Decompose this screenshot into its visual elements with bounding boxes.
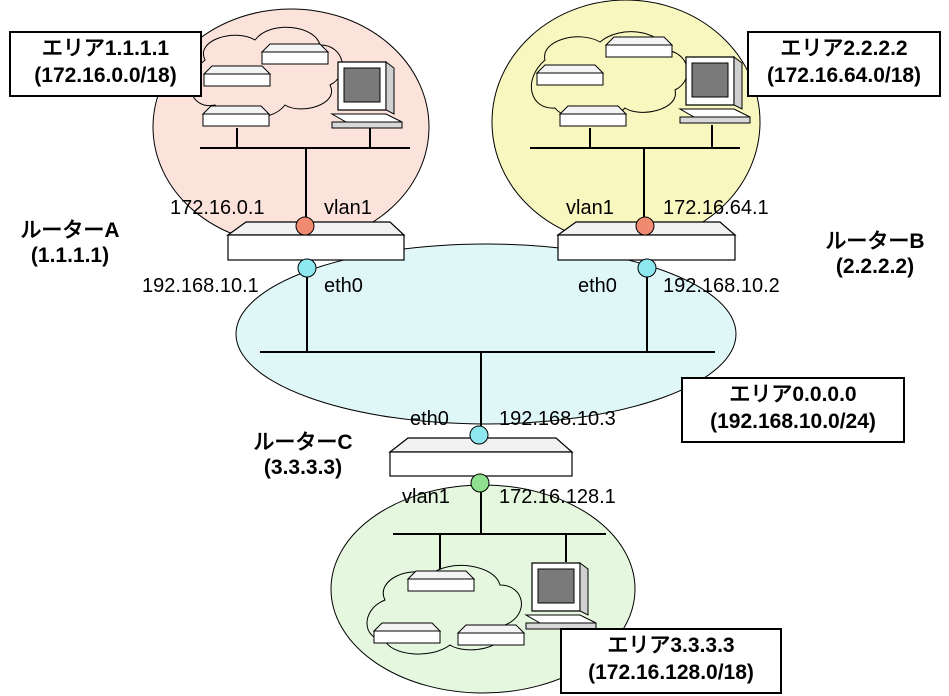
router-c-eth-ip: 192.168.10.3 bbox=[499, 408, 616, 430]
area-0-label: エリア0.0.0.0 (192.168.10.0/24) bbox=[681, 377, 905, 443]
area-1-lan bbox=[190, 26, 410, 222]
router-a-vlan-ip: 172.16.0.1 bbox=[170, 197, 265, 219]
area-1-name: エリア1.1.1.1 bbox=[41, 37, 170, 60]
router-a-eth-name: eth0 bbox=[324, 275, 363, 297]
router-c-device bbox=[388, 437, 574, 477]
router-c-label: ルーターC (3.3.3.3) bbox=[228, 430, 378, 480]
area-0-subnet: (192.168.10.0/24) bbox=[710, 410, 876, 433]
router-a-eth-port bbox=[297, 258, 317, 278]
router-b-eth-name: eth0 bbox=[578, 275, 617, 297]
area-3-name: エリア3.3.3.3 bbox=[607, 634, 735, 657]
router-b-vlan-ip: 172.16.64.1 bbox=[663, 197, 769, 219]
area-2-subnet: (172.16.64.0/18) bbox=[766, 64, 922, 87]
area-2-label: エリア2.2.2.2 (172.16.64.0/18) bbox=[747, 31, 941, 97]
router-c-name: ルーターC bbox=[253, 431, 353, 454]
area-3-lan bbox=[366, 480, 606, 655]
router-a-vlan-name: vlan1 bbox=[324, 197, 372, 219]
area-0-name: エリア0.0.0.0 bbox=[729, 383, 857, 406]
area-1-label: エリア1.1.1.1 (172.16.0.0/18) bbox=[9, 31, 202, 97]
area-2-name: エリア2.2.2.2 bbox=[780, 37, 908, 60]
router-b-eth-ip: 192.168.10.2 bbox=[663, 275, 780, 297]
router-a-vlan-port bbox=[295, 216, 315, 236]
router-c-eth-port bbox=[469, 425, 489, 445]
area-2-lan bbox=[530, 31, 751, 222]
router-c-vlan-name: vlan1 bbox=[402, 486, 450, 508]
router-a-id: (1.1.1.1) bbox=[30, 244, 110, 267]
router-b-id: (2.2.2.2) bbox=[835, 255, 915, 278]
router-b-label: ルーターB (2.2.2.2) bbox=[803, 229, 947, 279]
router-a-eth-ip: 192.168.10.1 bbox=[142, 275, 259, 297]
router-a-name: ルーターA bbox=[20, 219, 120, 242]
router-b-name: ルーターB bbox=[825, 230, 925, 253]
router-b-device bbox=[556, 221, 737, 261]
router-c-eth-name: eth0 bbox=[410, 408, 449, 430]
router-a-device bbox=[226, 221, 406, 261]
router-a-label: ルーターA (1.1.1.1) bbox=[4, 218, 136, 268]
area-0-ellipse bbox=[235, 243, 737, 425]
router-c-vlan-port bbox=[470, 473, 490, 493]
area-1-subnet: (172.16.0.0/18) bbox=[34, 64, 177, 87]
router-c-vlan-ip: 172.16.128.1 bbox=[499, 486, 616, 508]
area-3-label: エリア3.3.3.3 (172.16.128.0/18) bbox=[560, 628, 782, 694]
router-b-vlan-port bbox=[635, 216, 655, 236]
area-3-subnet: (172.16.128.0/18) bbox=[588, 661, 754, 684]
router-c-id: (3.3.3.3) bbox=[263, 456, 343, 479]
router-b-eth-port bbox=[637, 258, 657, 278]
router-b-vlan-name: vlan1 bbox=[566, 197, 614, 219]
